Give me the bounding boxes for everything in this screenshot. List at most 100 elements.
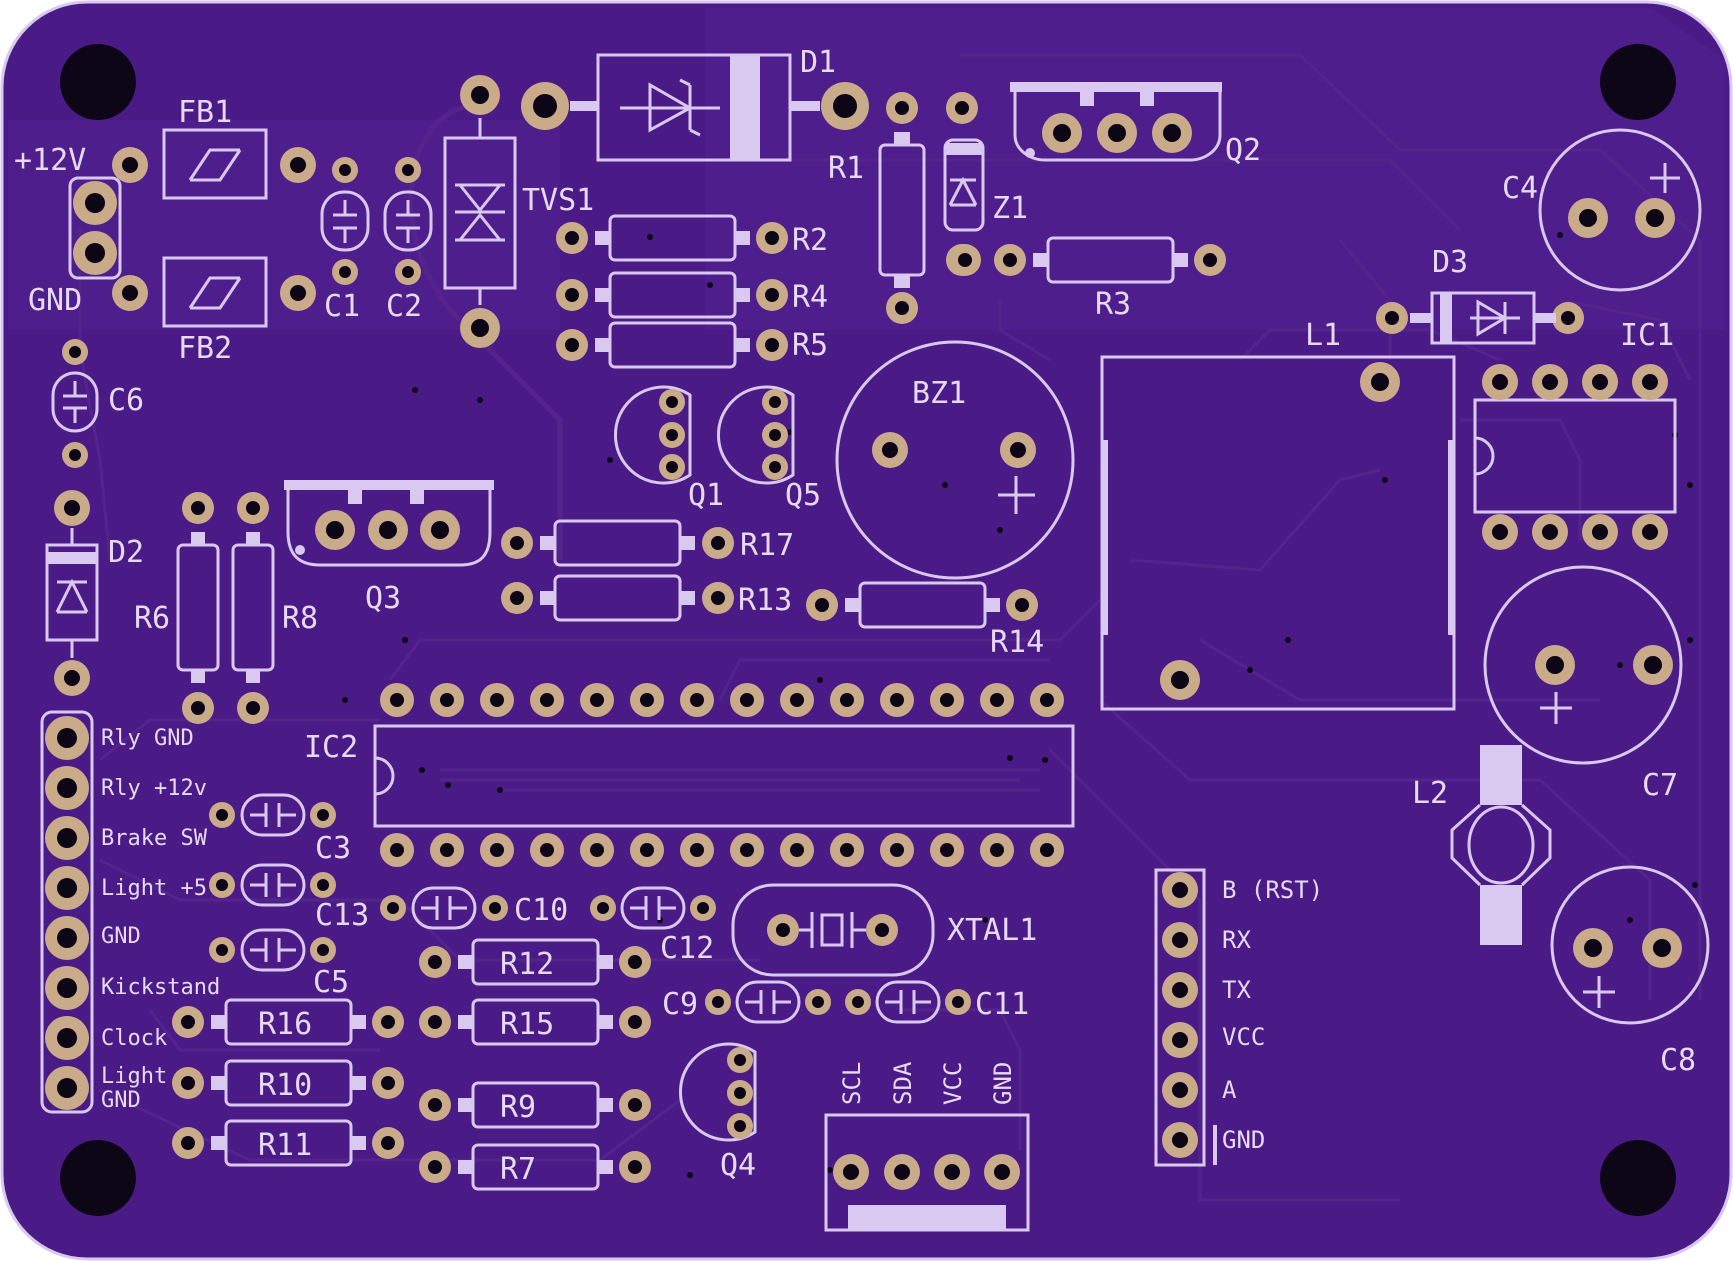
capacitor-c10: C10 bbox=[380, 886, 568, 930]
svg-text:R17: R17 bbox=[740, 528, 794, 563]
svg-text:C1: C1 bbox=[324, 289, 360, 324]
pin-label: RX bbox=[1222, 926, 1251, 954]
pin-label: A bbox=[1222, 1076, 1237, 1104]
capacitor-c2: C2 bbox=[383, 157, 433, 324]
resistor-r3: R3 bbox=[949, 236, 1226, 322]
inductor-l2: L2 bbox=[1412, 745, 1552, 945]
transistor-q4: Q4 bbox=[678, 1042, 757, 1183]
svg-text:R4: R4 bbox=[792, 280, 828, 315]
resistor-r13: R13 bbox=[501, 574, 792, 622]
svg-text:XTAL1: XTAL1 bbox=[947, 913, 1037, 948]
resistor-r14: R14 bbox=[806, 581, 1044, 660]
pin-label: Brake SW bbox=[101, 826, 208, 851]
svg-text:FB1: FB1 bbox=[178, 95, 232, 130]
svg-text:R16: R16 bbox=[258, 1007, 312, 1042]
svg-text:C3: C3 bbox=[315, 831, 351, 866]
svg-text:C11: C11 bbox=[975, 987, 1029, 1022]
svg-text:FB2: FB2 bbox=[178, 331, 232, 366]
svg-text:R14: R14 bbox=[990, 625, 1044, 660]
capacitor-c7: C7 bbox=[1483, 565, 1683, 803]
svg-text:Q2: Q2 bbox=[1225, 133, 1261, 168]
resistor-r15: R15 bbox=[419, 998, 651, 1046]
pin-label: Light +5 bbox=[101, 876, 207, 901]
svg-text:C5: C5 bbox=[313, 965, 349, 1000]
svg-text:C8: C8 bbox=[1660, 1043, 1696, 1078]
power-input: +12V GND bbox=[14, 143, 122, 318]
pin-label: SDA bbox=[889, 1061, 917, 1105]
svg-text:R7: R7 bbox=[500, 1152, 536, 1187]
svg-text:R13: R13 bbox=[738, 583, 792, 618]
svg-text:IC2: IC2 bbox=[304, 730, 358, 765]
svg-text:D2: D2 bbox=[108, 535, 144, 570]
ic2-pins-top bbox=[380, 683, 1064, 717]
svg-text:Q4: Q4 bbox=[720, 1148, 756, 1183]
svg-text:IC1: IC1 bbox=[1620, 318, 1674, 353]
resistor-r12: R12 bbox=[419, 938, 651, 986]
svg-text:C9: C9 bbox=[662, 987, 698, 1022]
pin-label: GND bbox=[101, 924, 141, 949]
svg-text:D3: D3 bbox=[1432, 245, 1468, 280]
svg-text:Q5: Q5 bbox=[785, 478, 821, 513]
left-connector: Rly GND Rly +12v Brake SW Light +5 GND K… bbox=[40, 710, 220, 1114]
svg-text:L1: L1 bbox=[1305, 318, 1341, 353]
resistor-r7: R7 bbox=[419, 1143, 651, 1191]
svg-text:C6: C6 bbox=[108, 383, 144, 418]
svg-text:R9: R9 bbox=[500, 1090, 536, 1125]
pin-label: GND bbox=[989, 1062, 1017, 1105]
capacitor-c4: C4 bbox=[1502, 128, 1702, 292]
pin-label: Kickstand bbox=[101, 975, 220, 1000]
svg-text:C4: C4 bbox=[1502, 171, 1538, 206]
resistor-r5: R5 bbox=[556, 321, 828, 369]
pin-label: GND bbox=[101, 1088, 141, 1113]
capacitor-c11: C11 bbox=[845, 980, 1029, 1024]
capacitor-c13: C13 bbox=[209, 863, 369, 933]
resistor-r2: R2 bbox=[556, 214, 828, 262]
capacitor-c8: C8 bbox=[1550, 865, 1710, 1078]
pin-label: TX bbox=[1222, 976, 1251, 1004]
transistor-q5: Q5 bbox=[716, 385, 821, 513]
svg-text:C7: C7 bbox=[1642, 768, 1678, 803]
resistor-r10: R10 bbox=[172, 1059, 404, 1107]
capacitor-c5: C5 bbox=[209, 928, 349, 1000]
svg-text:R12: R12 bbox=[500, 947, 554, 982]
svg-text:R1: R1 bbox=[828, 151, 864, 186]
svg-text:R10: R10 bbox=[258, 1068, 312, 1103]
tvs-diode-tvs1: TVS1 bbox=[443, 75, 594, 348]
svg-text:R2: R2 bbox=[792, 223, 828, 258]
resistor-r17: R17 bbox=[501, 519, 794, 567]
ic-ic1: IC1 bbox=[1473, 318, 1677, 550]
ferrite-bead-fb2: FB2 bbox=[112, 256, 316, 366]
capacitor-c12: C12 bbox=[590, 886, 716, 966]
resistor-r4: R4 bbox=[556, 271, 828, 319]
label-12v: +12V bbox=[14, 143, 86, 178]
ic2-pins-bottom bbox=[380, 833, 1064, 867]
svg-text:R6: R6 bbox=[134, 601, 170, 636]
svg-text:R15: R15 bbox=[500, 1007, 554, 1042]
svg-text:R3: R3 bbox=[1095, 287, 1131, 322]
resistor-r16: R16 bbox=[172, 998, 404, 1046]
svg-text:Q1: Q1 bbox=[688, 478, 724, 513]
resistor-r9: R9 bbox=[419, 1081, 651, 1129]
pin-label: GND bbox=[1222, 1126, 1265, 1154]
serial-connector: B (RST) RX TX VCC A GND bbox=[1154, 868, 1323, 1167]
diode-d1: D1 bbox=[521, 45, 869, 162]
svg-text:C12: C12 bbox=[660, 931, 714, 966]
resistor-r6: R6 bbox=[134, 492, 220, 724]
capacitor-c1: C1 bbox=[320, 157, 370, 324]
ic-ic2: IC2 bbox=[304, 683, 1075, 867]
pin-label: B (RST) bbox=[1222, 876, 1323, 904]
pin-label: Rly GND bbox=[101, 726, 194, 751]
pin-label: VCC bbox=[939, 1062, 967, 1105]
pin-label: Rly +12v bbox=[101, 776, 207, 801]
svg-text:C2: C2 bbox=[386, 289, 422, 324]
pin-label: Clock bbox=[101, 1026, 167, 1051]
svg-text:BZ1: BZ1 bbox=[912, 376, 966, 411]
svg-text:D1: D1 bbox=[800, 45, 836, 80]
capacitor-c6: C6 bbox=[51, 339, 144, 468]
inductor-l1: L1 bbox=[1100, 318, 1456, 711]
resistor-r8: R8 bbox=[231, 492, 318, 724]
ferrite-bead-fb1: FB1 bbox=[112, 95, 316, 200]
resistor-r1: R1 bbox=[828, 92, 926, 324]
svg-text:C13: C13 bbox=[315, 898, 369, 933]
